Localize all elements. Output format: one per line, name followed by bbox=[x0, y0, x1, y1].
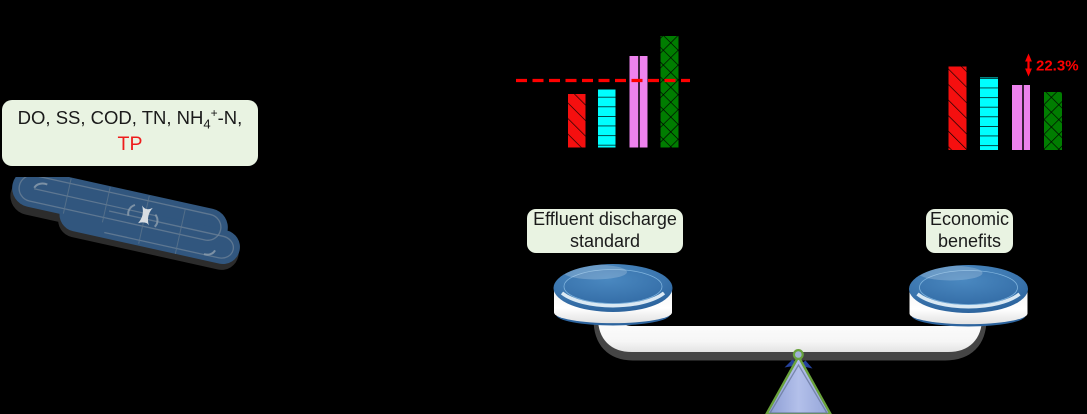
svg-text:22.3%: 22.3% bbox=[1036, 58, 1079, 75]
